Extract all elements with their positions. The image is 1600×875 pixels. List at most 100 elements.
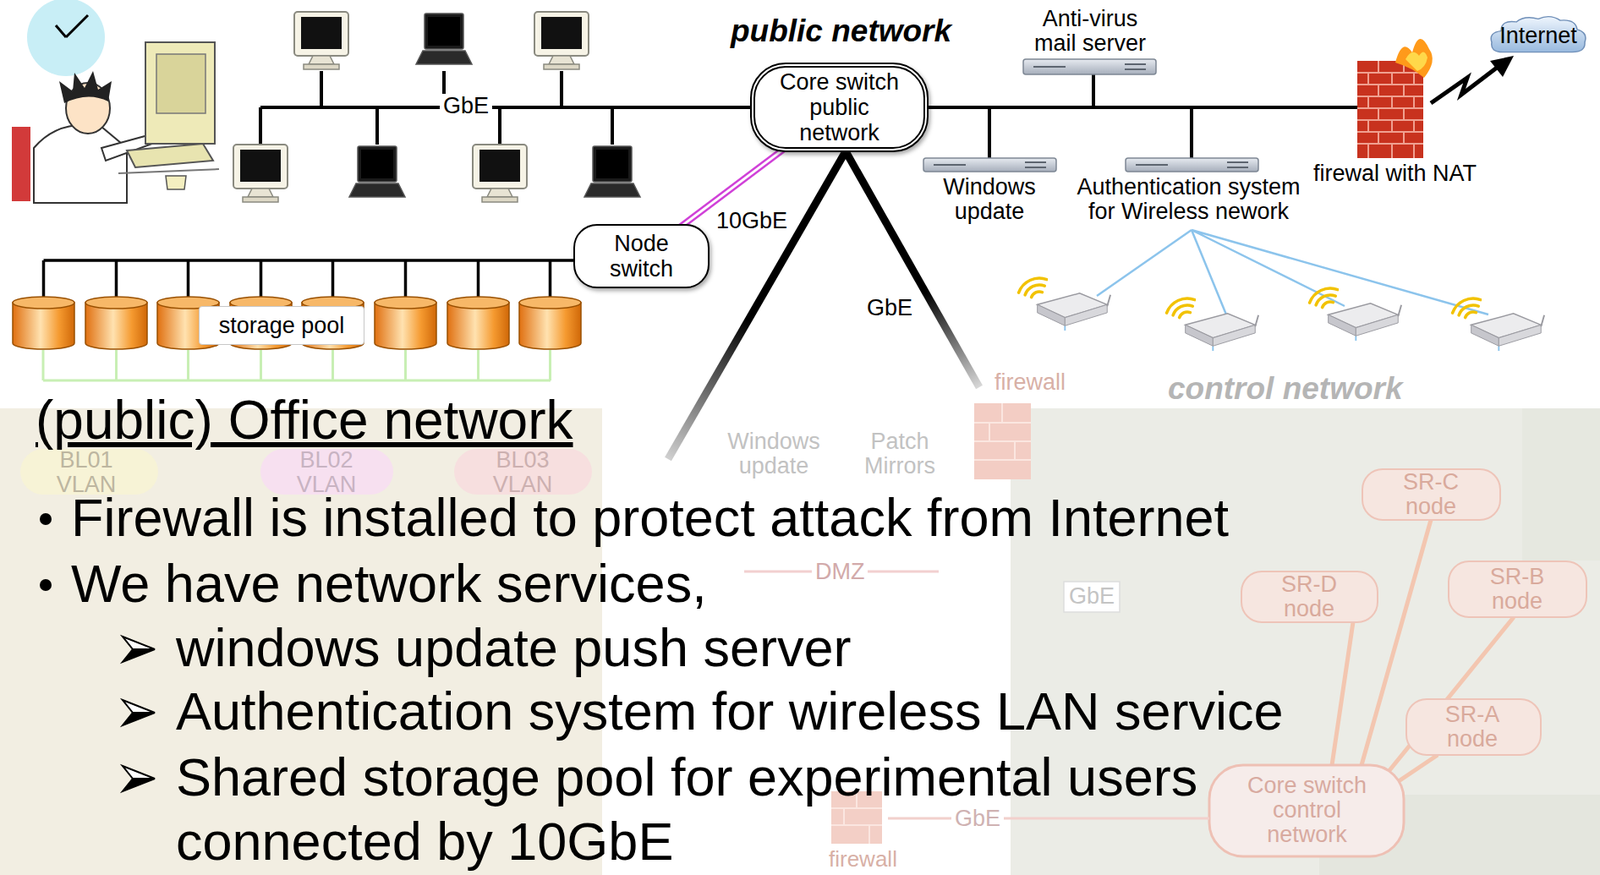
office-worker-illustration-part — [165, 175, 187, 190]
server-segment-part — [1023, 59, 1157, 75]
bullet-markers-part — [122, 649, 155, 663]
storage-pool-part — [374, 296, 437, 350]
node-text: storage pool — [219, 312, 346, 339]
core-switch: Core switch public network — [750, 62, 929, 153]
faded-node-label: SR-A node — [1434, 702, 1511, 752]
link-speed: GbE — [866, 295, 913, 321]
office-lan-part — [534, 11, 589, 70]
firewall-nat-icon-part — [1405, 51, 1428, 72]
office-worker-illustration — [11, 0, 220, 203]
wireless-lan-part — [1019, 278, 1047, 298]
faded-firewall-label: firewall — [828, 847, 898, 872]
faded-background-part — [1406, 699, 1541, 756]
faded-server-label: Patch Mirrors — [853, 429, 947, 479]
firewall-nat-icon-part — [1395, 38, 1433, 78]
storage-label: storage pool — [198, 306, 365, 346]
office-lan-part — [584, 146, 641, 198]
faded-vlan-label: BL01 VLAN — [48, 448, 125, 498]
firewall-nat-icon-part — [1430, 67, 1497, 104]
wireless-lan — [1019, 230, 1545, 351]
office-worker-illustration-part — [156, 54, 206, 114]
sub-bullet-text: Shared storage pool for experimental use… — [175, 745, 1301, 874]
server-segment-part — [1033, 64, 1146, 70]
bullet-text: We have network services, — [71, 551, 707, 616]
firewall-label: firewal with NAT — [1313, 161, 1477, 187]
uplinks-part — [668, 151, 846, 460]
wireless-lan-part — [1309, 288, 1338, 308]
faded-background-part — [974, 403, 1031, 461]
faded-firewall-label: firewall — [994, 370, 1066, 395]
faded-background-part — [1209, 765, 1404, 857]
server-segment-part — [921, 74, 1358, 159]
office-lan-part — [294, 11, 349, 70]
office-worker-illustration-part — [11, 126, 31, 202]
sub-bullet-text: windows update push server — [175, 615, 851, 680]
server-segment-part — [933, 162, 1047, 168]
node-text: Node switch — [591, 230, 693, 282]
node-text: Internet — [1499, 22, 1578, 49]
wireless-lan-part — [1037, 293, 1111, 331]
office-lan-part — [349, 146, 406, 198]
cloud-outline — [1490, 16, 1586, 53]
office-lan-part — [233, 144, 288, 203]
faded-node-label: SR-B node — [1479, 564, 1556, 614]
office-worker-illustration-part — [59, 71, 112, 104]
bullet-markers-part — [122, 778, 155, 792]
bullet-markers-part — [122, 636, 155, 650]
storage-pool-part — [85, 296, 148, 350]
slide-title: (public) Office network — [35, 389, 574, 452]
server-label: Windows update — [926, 175, 1053, 225]
faded-vlan-label: BL02 VLAN — [288, 448, 365, 498]
wireless-lan-part — [1452, 298, 1481, 318]
bullet-text: Firewall is installed to protect attack … — [71, 485, 1229, 550]
node-switch: Node switch — [573, 224, 710, 289]
faded-vlan-label: BL03 VLAN — [484, 448, 561, 498]
faded-background — [0, 350, 1600, 875]
office-lan — [233, 11, 751, 203]
faded-background-part — [43, 350, 551, 381]
storage-pool-part — [12, 296, 75, 350]
faded-node-label: SR-D node — [1271, 572, 1348, 622]
sub-bullet-text: Authentication system for wireless LAN s… — [175, 679, 1284, 744]
network-name: control network — [1167, 372, 1403, 406]
firewall-nat-icon — [1357, 38, 1514, 159]
faded-background-part — [887, 817, 1210, 821]
faded-link-speed: GbE — [1068, 584, 1115, 609]
internet-cloud: Internet — [1487, 14, 1590, 57]
bullet-markers-part — [122, 712, 155, 726]
office-worker-illustration-part — [145, 42, 215, 144]
wireless-lan-part — [1167, 298, 1195, 318]
server-segment — [921, 59, 1358, 172]
office-worker-illustration-part — [118, 169, 220, 174]
office-worker-illustration-part — [33, 125, 127, 203]
faded-background-part — [1241, 571, 1378, 623]
server-label: Authentication system for Wireless newor… — [1072, 175, 1305, 225]
link-speed: 10GbE — [716, 208, 788, 234]
link-speed: GbE — [439, 93, 493, 119]
faded-background-part — [1063, 581, 1120, 613]
faded-background-part — [974, 403, 1031, 480]
faded-server-label: Windows update — [714, 429, 833, 479]
storage-pool-part — [447, 296, 510, 350]
faded-switch-label: Core switch control network — [1241, 773, 1373, 848]
wireless-lan-part — [1096, 230, 1489, 315]
office-lan-part — [472, 144, 527, 203]
storage-pool-part — [43, 260, 593, 298]
wireless-lan-part — [1328, 303, 1402, 341]
server-segment-part — [1125, 158, 1259, 172]
faded-background-part — [1448, 561, 1587, 618]
server-segment-part — [923, 158, 1057, 172]
office-lan-part — [416, 13, 472, 65]
office-worker-illustration-part — [27, 0, 105, 77]
network-name: public network — [730, 14, 952, 49]
bullet-markers-part — [122, 700, 155, 713]
bullet-markers-part — [39, 513, 52, 526]
server-label: Anti-virus mail server — [1022, 6, 1158, 56]
faded-background-part — [1522, 408, 1600, 561]
wireless-lan-part — [1185, 313, 1259, 351]
firewall-nat-icon-part — [1357, 60, 1424, 159]
office-worker-illustration-part — [55, 15, 88, 38]
office-lan-part — [260, 71, 751, 145]
firewall-nat-icon-part — [1357, 60, 1424, 159]
